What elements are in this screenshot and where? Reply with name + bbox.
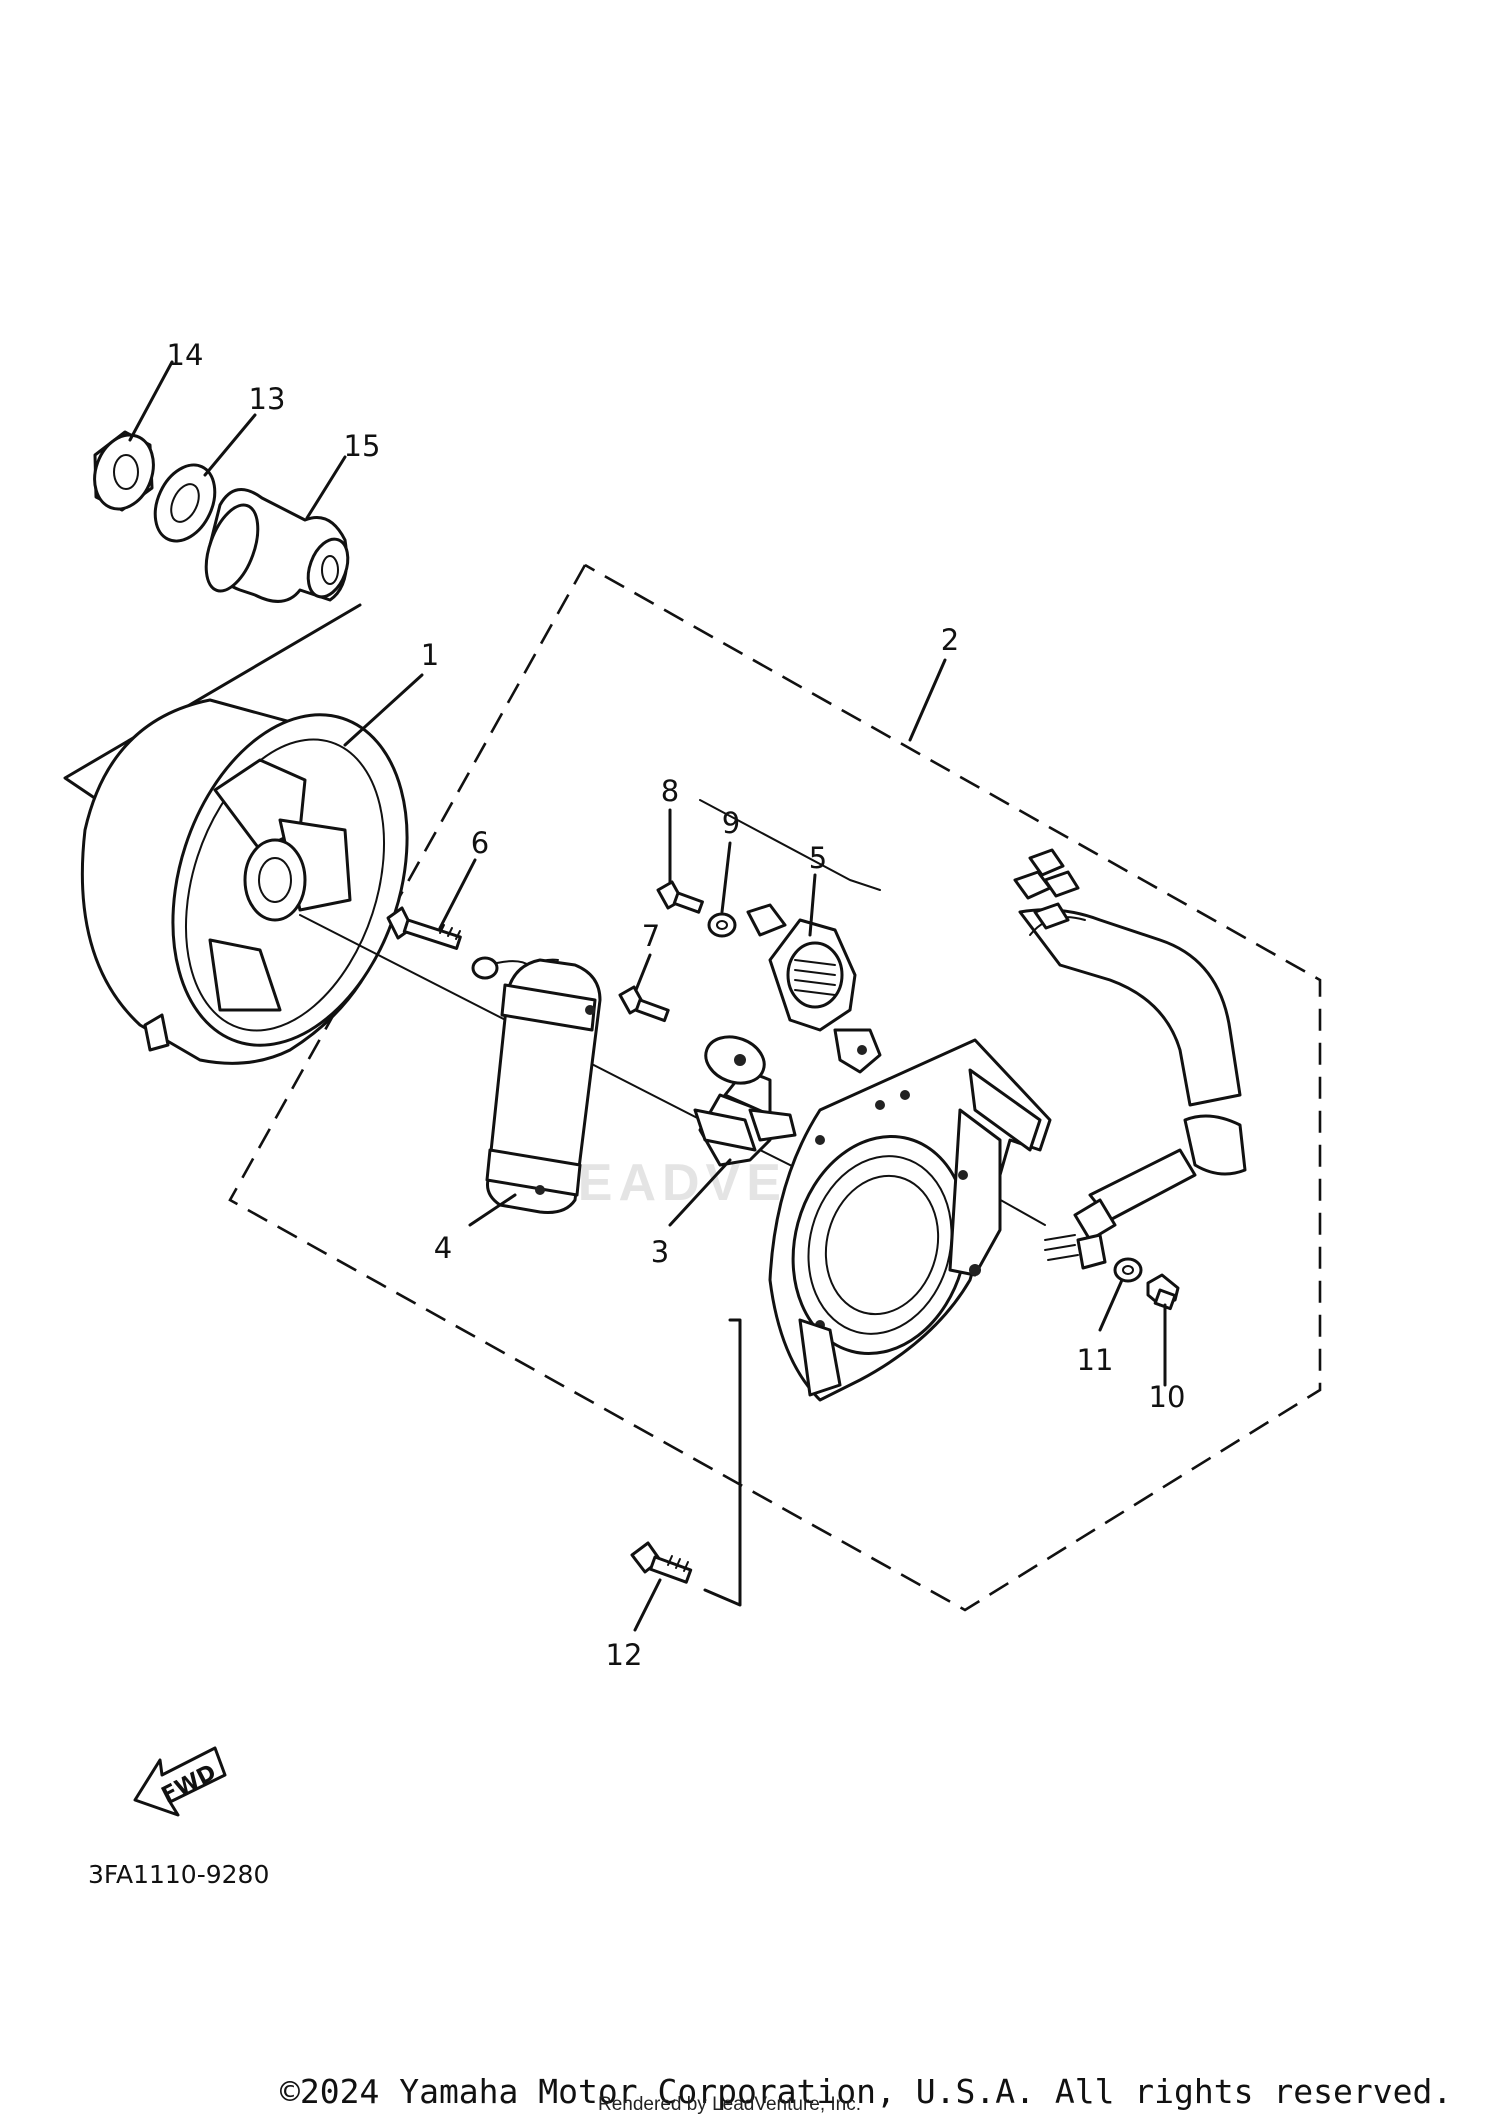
callout-9: 9: [722, 806, 740, 840]
part-14-nut[interactable]: [85, 427, 164, 518]
assembly-outline: [228, 563, 1322, 1612]
callout-15: 15: [344, 429, 381, 463]
callout-11: 11: [1077, 1343, 1114, 1377]
leader-13: [203, 413, 257, 477]
callout-2: 2: [941, 623, 959, 657]
stator-base-plate[interactable]: [768, 1038, 1052, 1402]
diagram-code: 3FA1110-9280: [88, 1860, 269, 1889]
part-5-breaker[interactable]: [746, 903, 882, 1074]
callout-8: 8: [661, 774, 679, 808]
part-3-pickup-coil[interactable]: [693, 1029, 797, 1167]
wire-harness[interactable]: [1013, 848, 1247, 1270]
leader-3: [668, 1158, 732, 1227]
leader-7: [634, 953, 652, 992]
part-9-washer[interactable]: [707, 912, 737, 938]
leader-2: [908, 658, 947, 742]
part-11-washer[interactable]: [1113, 1257, 1143, 1283]
fwd-arrow-icon: FWD: [133, 1746, 227, 1817]
leader-6: [438, 858, 477, 930]
axis-line-upper: [699, 799, 881, 891]
callout-1: 1: [421, 638, 439, 672]
leader-4: [468, 1193, 517, 1227]
part-15-collar[interactable]: [196, 488, 355, 603]
part-4-coil[interactable]: [485, 958, 602, 1214]
leader-15-flywheel: [63, 603, 362, 807]
leader-12-bracket: [703, 1318, 742, 1607]
callout-14: 14: [167, 338, 204, 372]
part-7-screw[interactable]: [618, 985, 670, 1023]
leader-5: [808, 873, 817, 937]
callout-12: 12: [606, 1638, 643, 1672]
copyright-notice: ©2024 Yamaha Motor Corporation, U.S.A. A…: [280, 2072, 1453, 2111]
leader-12: [633, 1578, 662, 1632]
callout-13: 13: [249, 382, 286, 416]
leader-9: [720, 841, 732, 914]
leader-14: [128, 360, 174, 442]
callout-3: 3: [651, 1235, 669, 1269]
part-10-bolt[interactable]: [1146, 1273, 1180, 1311]
callout-10: 10: [1149, 1380, 1186, 1414]
part-8-screw[interactable]: [656, 880, 704, 914]
part-12-bolt[interactable]: [630, 1541, 693, 1584]
leader-11: [1098, 1278, 1124, 1332]
callout-6: 6: [471, 826, 489, 860]
part-coil-wire: [471, 956, 559, 980]
callout-7: 7: [642, 919, 660, 953]
callout-5: 5: [809, 841, 827, 875]
leader-15: [305, 455, 347, 520]
part-6-screw[interactable]: [386, 906, 462, 950]
rendered-by-notice: Rendered by LeadVenture, Inc.: [598, 2094, 862, 2115]
leader-1: [343, 673, 424, 747]
callout-4: 4: [434, 1231, 452, 1265]
part-13-washer[interactable]: [144, 455, 227, 550]
part-1-flywheel[interactable]: [80, 684, 447, 1075]
